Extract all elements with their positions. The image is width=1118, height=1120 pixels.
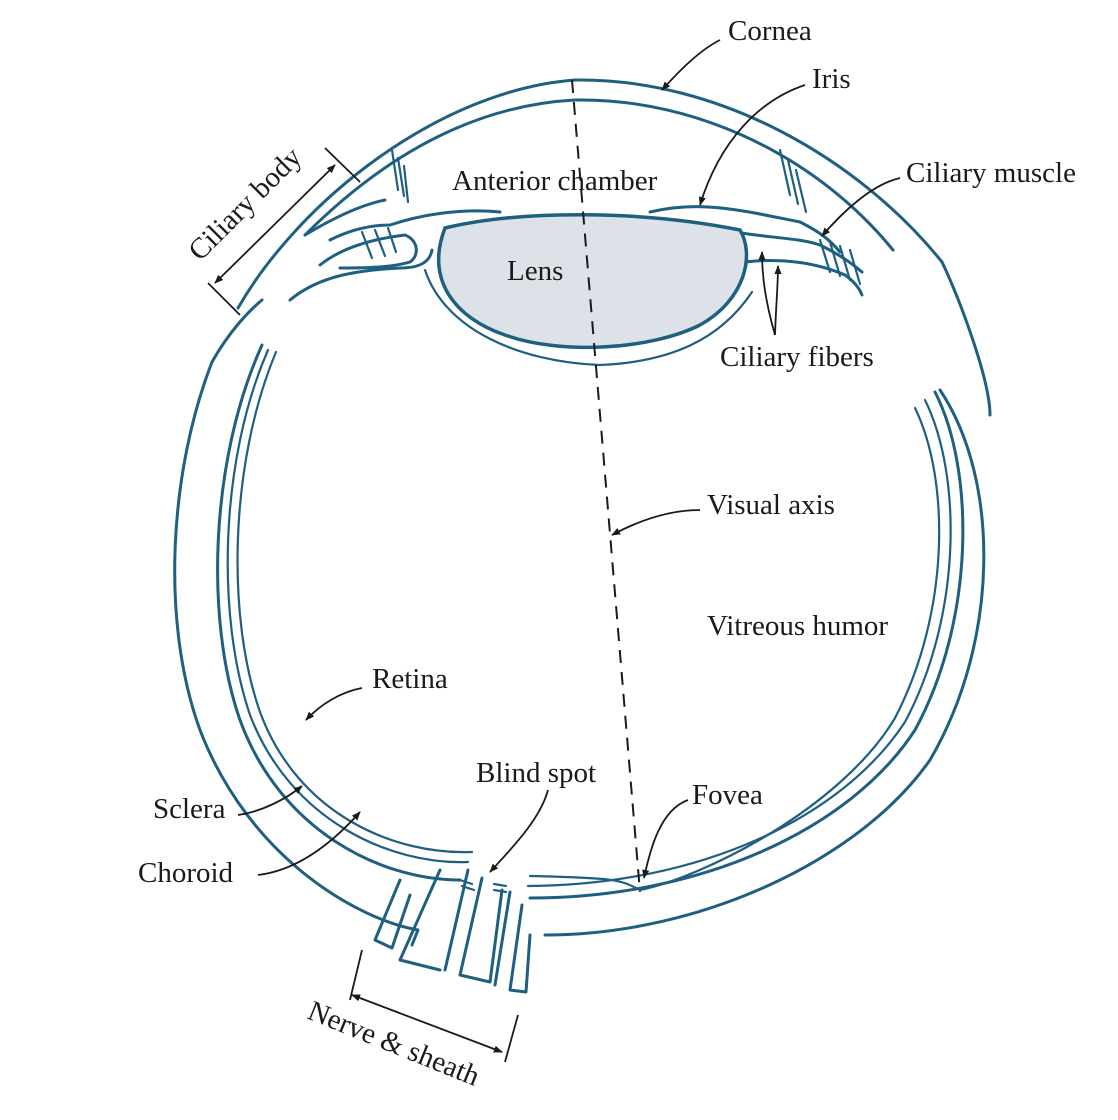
fovea-arrow: [642, 799, 689, 879]
label-visual-axis: Visual axis: [707, 489, 835, 521]
ciliary-body-tick-top: [324, 147, 361, 183]
ciliary-body-dimension-arrow: [214, 164, 336, 284]
ciliary-body-tick-bottom: [207, 282, 241, 316]
label-blind-spot: Blind spot: [476, 757, 596, 789]
label-cornea: Cornea: [728, 15, 812, 47]
label-ciliary-muscle: Ciliary muscle: [906, 157, 1076, 189]
nerve-tick-left: [349, 949, 363, 1001]
retina-layer: [236, 350, 941, 892]
iris-arrow: [698, 84, 806, 206]
label-ciliary-body: Ciliary body: [182, 141, 308, 267]
ciliary-fibers-arrow-1: [758, 251, 776, 336]
blind-spot-arrow: [489, 789, 549, 873]
label-sclera: Sclera: [153, 793, 226, 825]
label-choroid: Choroid: [138, 857, 234, 889]
label-nerve-sheath: Nerve & sheath: [303, 995, 484, 1093]
visual-axis-line: [571, 79, 641, 893]
label-retina: Retina: [372, 663, 448, 695]
label-vitreous-humor: Vitreous humor: [707, 610, 888, 642]
ciliary-fibers-arrow-2: [774, 265, 782, 336]
ciliary-muscle-structure: [648, 148, 864, 297]
visual-axis-arrow: [611, 509, 701, 536]
optic-nerve: [373, 868, 532, 994]
choroid-layer: [226, 348, 952, 888]
leader-lines: [207, 39, 901, 1063]
nerve-dimension-arrow: [351, 994, 503, 1053]
sclera-outer: [173, 360, 986, 947]
retina-arrow: [305, 687, 363, 721]
choroid-arrow: [257, 811, 361, 876]
label-fovea: Fovea: [692, 779, 763, 811]
label-lens: Lens: [507, 255, 563, 287]
label-anterior-chamber: Anterior chamber: [452, 165, 658, 197]
label-iris: Iris: [812, 63, 851, 95]
ciliary-muscle-arrow: [821, 177, 901, 237]
label-ciliary-fibers: Ciliary fibers: [720, 341, 874, 373]
cornea-arrow: [661, 39, 721, 91]
sclera-arrow: [237, 785, 303, 816]
lens: [423, 213, 754, 367]
nerve-tick-right: [504, 1014, 519, 1063]
